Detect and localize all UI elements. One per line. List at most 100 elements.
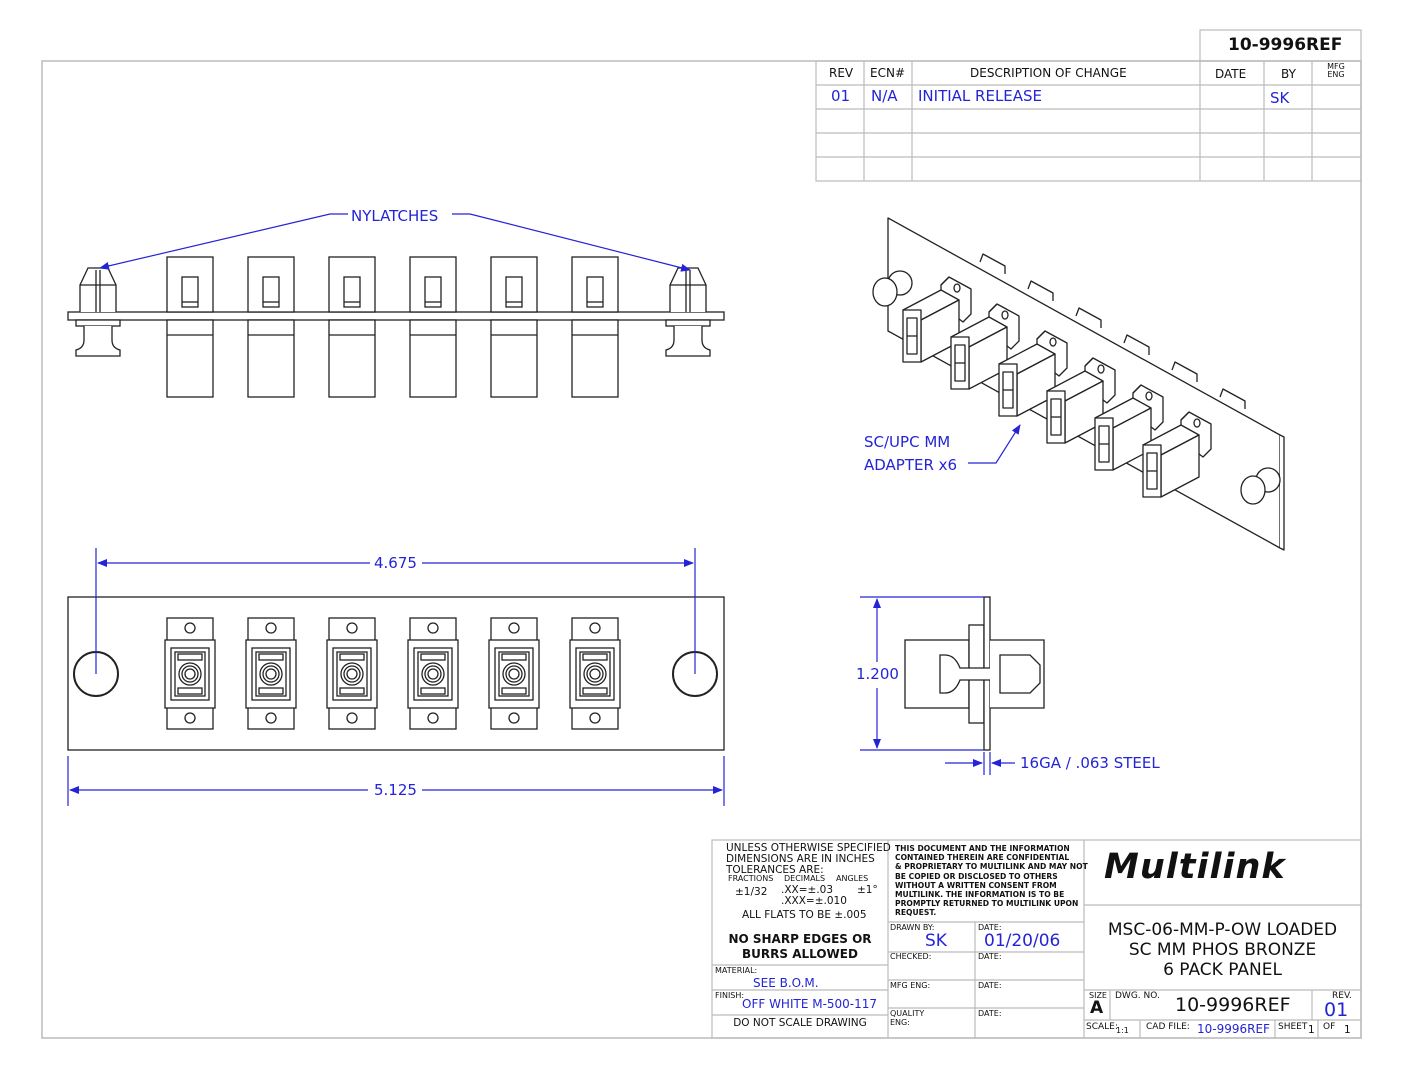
fractions-label: FRACTIONS	[728, 874, 774, 883]
front-view-adapter	[569, 617, 621, 730]
front-view-adapter	[488, 617, 540, 730]
by-value: SK	[1270, 89, 1290, 107]
iso-rear-tab	[1027, 280, 1054, 301]
iso-rear-tab	[1219, 388, 1246, 409]
confidential-line: BE COPIED OR DISCLOSED TO OTHERS	[895, 871, 1058, 881]
cad-file-label: CAD FILE:	[1146, 1022, 1190, 1032]
material-value: SEE B.O.M.	[753, 976, 819, 990]
dwg-no-label: DWG. NO.	[1115, 991, 1160, 1001]
quality-date-label: DATE:	[978, 1009, 1002, 1018]
nylatches-callout: NYLATCHES	[351, 207, 439, 225]
dim-hole-spacing: 4.675	[374, 554, 417, 572]
fractions-value: ±1/32	[735, 886, 768, 898]
iso-adapter	[1142, 411, 1212, 498]
front-view	[67, 596, 725, 751]
top-view-adapter	[328, 256, 376, 398]
confidential-line: MULTILINK. THE INFORMATION IS TO BE	[895, 890, 1065, 900]
mfg-date-label: DATE:	[978, 981, 1002, 990]
title-line3: 6 PACK PANEL	[1163, 960, 1282, 980]
decimals-xxx: .XXX=±.010	[781, 895, 847, 907]
drawn-by-value: SK	[925, 931, 947, 951]
drawing-number-header: 10-9996REF	[1228, 35, 1343, 55]
company-logo: Multilink	[1104, 847, 1286, 887]
front-view-adapter	[407, 617, 459, 730]
front-dimensions	[67, 548, 725, 806]
decimals-label: DECIMALS	[784, 874, 826, 883]
confidential-line: & PROPRIETARY TO MULTILINK AND MAY NOT	[895, 862, 1088, 872]
by-header: BY	[1281, 67, 1296, 81]
material-label: MATERIAL:	[715, 966, 758, 975]
iso-adapter	[998, 330, 1068, 417]
description-value: INITIAL RELEASE	[918, 87, 1043, 105]
size-value: A	[1090, 998, 1104, 1018]
iso-adapter	[950, 303, 1020, 390]
confidential-line: PROMPTLY RETURNED TO MULTILINK UPON	[895, 899, 1079, 909]
top-view-adapter	[166, 256, 214, 398]
checked-label: CHECKED:	[890, 952, 932, 961]
front-view-adapter	[326, 617, 378, 730]
note-inches: DIMENSIONS ARE IN INCHES	[726, 853, 875, 865]
warning-line1: NO SHARP EDGES OR	[728, 932, 872, 946]
finish-label: FINISH:	[715, 991, 745, 1000]
rev-label: REV.	[1332, 991, 1352, 1001]
dim-height: 1.200	[856, 665, 899, 683]
confidential-line: REQUEST.	[895, 908, 937, 918]
date-header: DATE	[1215, 67, 1247, 81]
of-label: OF	[1323, 1022, 1336, 1032]
title-line1: MSC-06-MM-P-OW LOADED	[1107, 920, 1338, 940]
sheet-label: SHEET	[1278, 1022, 1308, 1032]
top-view-adapter	[409, 256, 457, 398]
quality-eng-label: ENG:	[890, 1018, 910, 1027]
isometric-view	[872, 217, 1285, 551]
iso-adapter	[1046, 357, 1116, 444]
front-view-adapter	[164, 617, 216, 730]
ecn-header: ECN#	[870, 66, 905, 80]
scale-value: 1:1	[1116, 1026, 1129, 1035]
top-view-adapter	[247, 256, 295, 398]
mfg-eng-label: MFG ENG:	[890, 981, 931, 990]
decimals-xx: .XX=±.03	[781, 884, 834, 896]
front-view-adapter	[245, 617, 297, 730]
sheet-border	[41, 60, 1362, 1039]
note-tolerances: TOLERANCES ARE:	[726, 864, 824, 876]
ecn-value: N/A	[871, 87, 898, 105]
iso-nylatch-right	[1240, 467, 1281, 505]
do-not-scale-note: DO NOT SCALE DRAWING	[733, 1017, 867, 1029]
adapter-leader	[968, 424, 1021, 464]
note-unless-specified: UNLESS OTHERWISE SPECIFIED	[726, 842, 891, 854]
rev-value: 01	[831, 87, 851, 105]
checked-date-label: DATE:	[978, 952, 1002, 961]
top-view	[67, 256, 725, 398]
drawn-by-label: DRAWN BY:	[890, 923, 935, 932]
iso-adapter	[902, 276, 972, 363]
flats-note: ALL FLATS TO BE ±.005	[742, 909, 867, 921]
drawn-date-value: 01/20/06	[984, 931, 1061, 951]
revision-table-grid	[815, 29, 1362, 182]
title-block-grid	[711, 839, 1362, 1039]
drawn-date-label: DATE:	[978, 923, 1002, 932]
side-dimensions	[860, 596, 1015, 775]
nylatches-leader	[99, 213, 691, 272]
adapter-callout-line2: ADAPTER x6	[864, 456, 958, 474]
iso-adapter	[1094, 384, 1164, 471]
description-header: DESCRIPTION OF CHANGE	[970, 66, 1127, 80]
angles-value: ±1°	[857, 884, 878, 896]
iso-rear-tab	[1171, 361, 1198, 382]
sheet-total: 1	[1344, 1024, 1351, 1036]
confidential-line: THIS DOCUMENT AND THE INFORMATION	[895, 844, 1070, 853]
rev-header: REV	[829, 66, 854, 80]
confidential-line: CONTAINED THEREIN ARE CONFIDENTIAL	[895, 853, 1070, 863]
dwg-no-value: 10-9996REF	[1175, 994, 1291, 1016]
warning-line2: BURRS ALLOWED	[742, 947, 858, 961]
iso-rear-tab	[1075, 307, 1102, 328]
mfg-eng-header: MFG ENG	[1327, 62, 1345, 79]
iso-nylatch-left	[872, 270, 913, 307]
top-view-adapter	[571, 256, 619, 398]
nylatch-right	[665, 267, 711, 357]
finish-value: OFF WHITE M-500-117	[742, 997, 878, 1011]
size-label: SIZE	[1089, 991, 1107, 1000]
adapter-callout-line1: SC/UPC MM	[864, 433, 951, 451]
angles-label: ANGLES	[836, 874, 869, 883]
